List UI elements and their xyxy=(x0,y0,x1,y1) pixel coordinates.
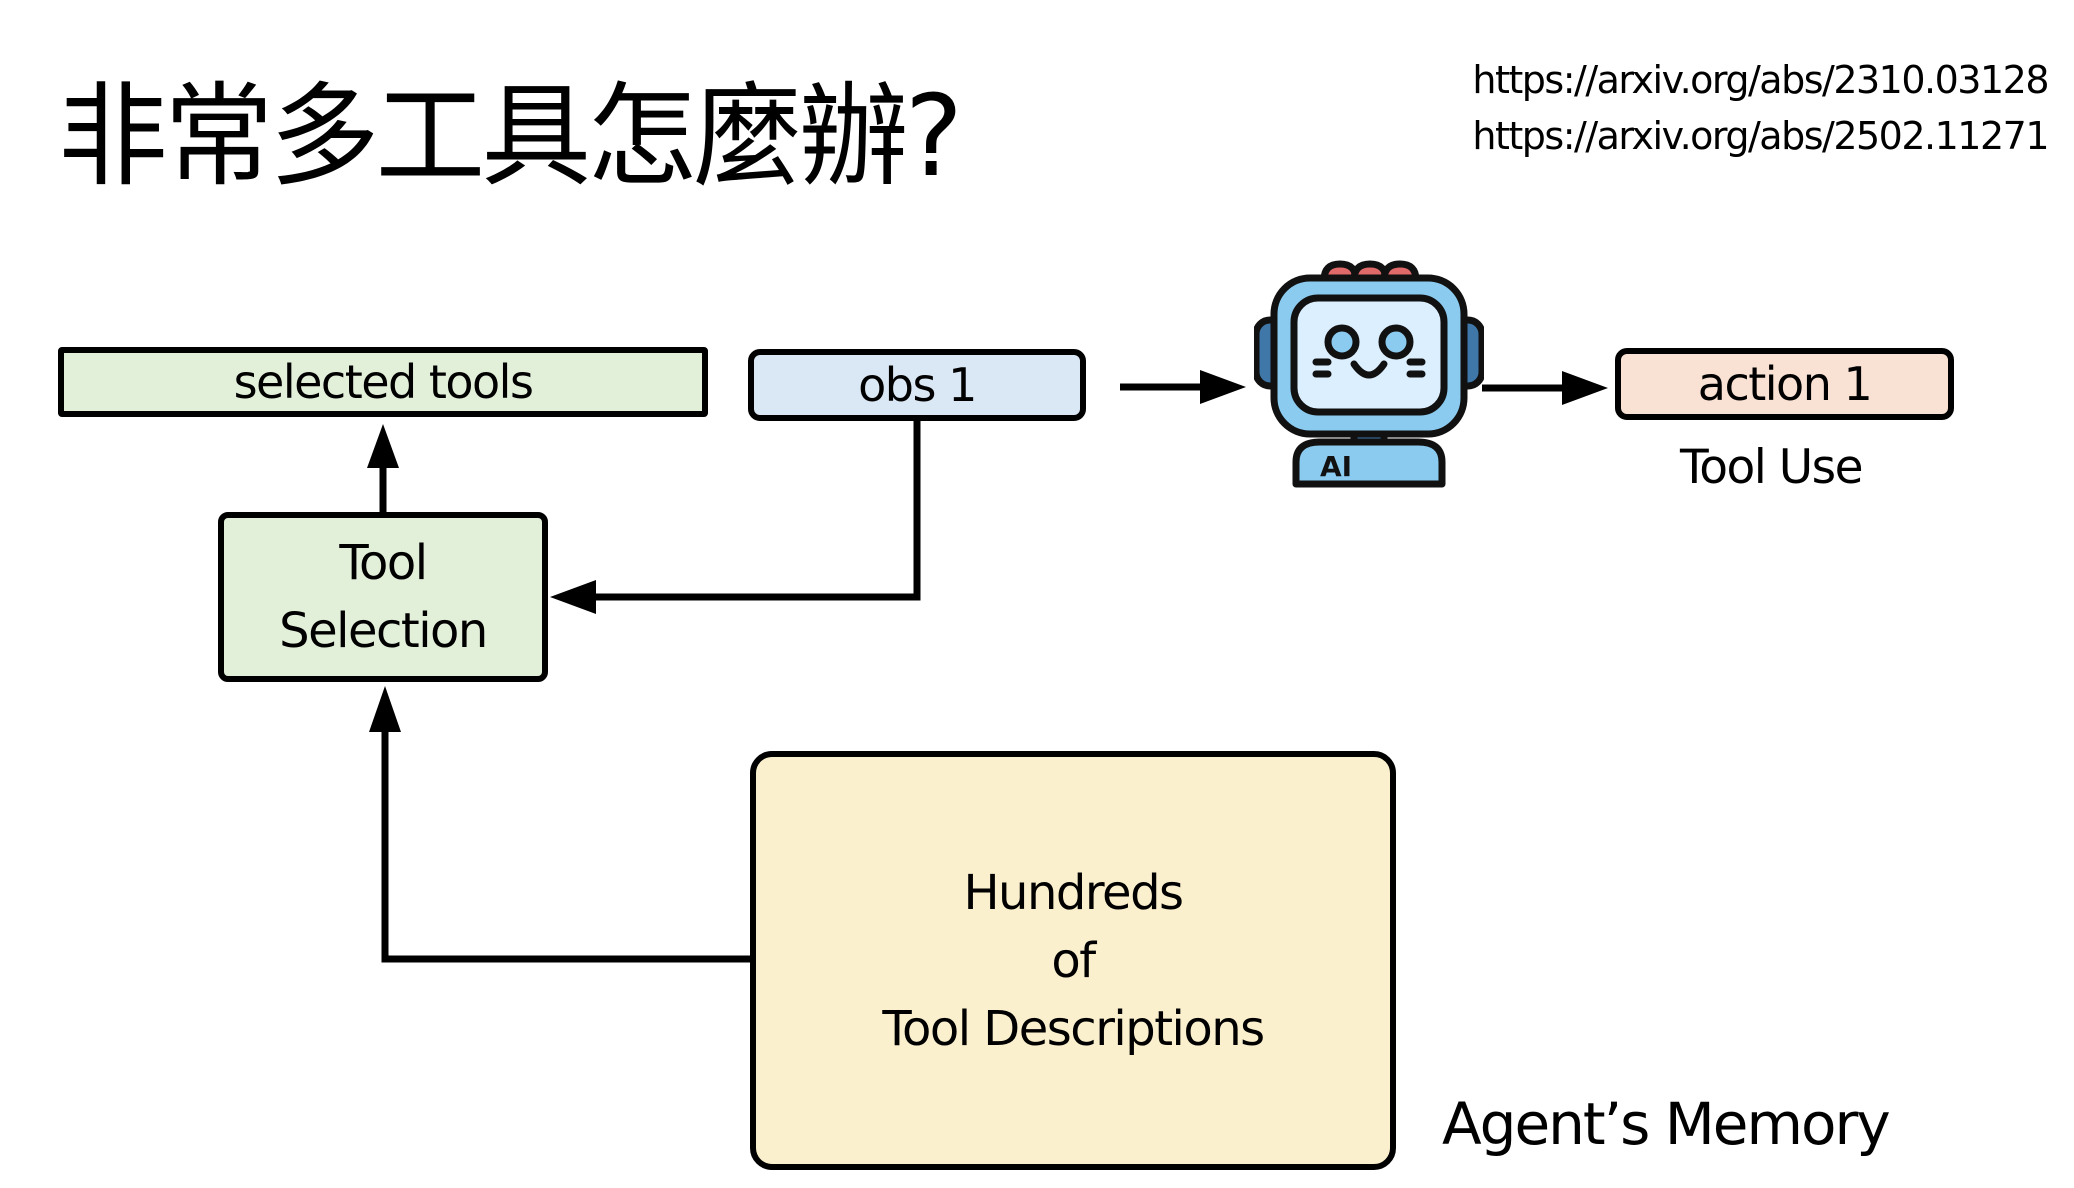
reference-link[interactable]: https://arxiv.org/abs/2502.11271 xyxy=(1472,114,2049,158)
tool-descriptions-memory-box[interactable]: Hundreds of Tool Descriptions xyxy=(750,751,1396,1170)
action-label: action 1 xyxy=(1697,357,1873,411)
tool-use-caption: Tool Use xyxy=(1680,440,1864,495)
selected-tools-label: selected tools xyxy=(233,355,534,409)
arrow-memory-to-tool-selection xyxy=(369,686,752,963)
agent-memory-caption: Agent’s Memory xyxy=(1442,1090,1891,1158)
robot-ai-badge: AI xyxy=(1320,450,1352,483)
arrow-tool-selection-to-selected-tools xyxy=(367,424,399,515)
reference-links: https://arxiv.org/abs/2310.03128 https:/… xyxy=(1472,52,2049,164)
memory-line: Hundreds xyxy=(963,864,1184,921)
memory-line: Tool Descriptions xyxy=(882,1000,1265,1057)
arrow-agent-to-action xyxy=(1482,371,1608,405)
tool-selection-line: Selection xyxy=(279,603,488,659)
tool-selection-box[interactable]: Tool Selection xyxy=(218,512,548,682)
observation-box[interactable]: obs 1 xyxy=(748,349,1086,421)
selected-tools-box[interactable]: selected tools xyxy=(58,347,708,417)
action-box[interactable]: action 1 xyxy=(1615,348,1954,420)
slide-title: 非常多工具怎麼辦? xyxy=(58,72,963,202)
memory-line: of xyxy=(1051,932,1096,989)
tool-selection-line: Tool xyxy=(339,535,428,591)
arrow-obs-to-agent xyxy=(1120,370,1246,404)
robot-ai-icon: AI xyxy=(1254,260,1484,488)
observation-label: obs 1 xyxy=(858,358,977,412)
reference-link[interactable]: https://arxiv.org/abs/2310.03128 xyxy=(1472,58,2049,102)
arrow-obs-to-tool-selection xyxy=(550,421,921,614)
